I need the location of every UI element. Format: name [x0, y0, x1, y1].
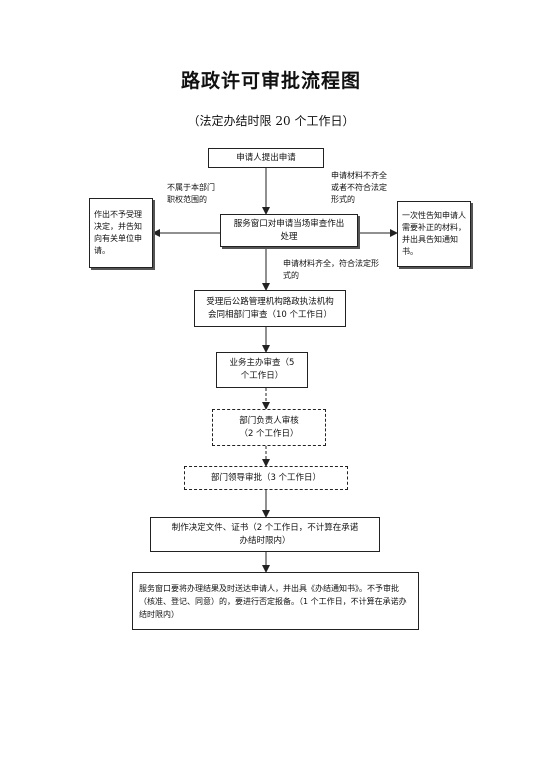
- dept-leader-text: 部门领导审批（3 个工作日）: [210, 472, 322, 483]
- final-text: 服务窗口要将办理结果及时送达申请人，并出具《办结通知书》。不予审批（核准、登记、…: [139, 583, 407, 619]
- reject-text: 作出不予受理决定，并告知向有关单位申请。: [94, 210, 142, 255]
- page-subtitle: （法定办结时限 20 个工作日）: [187, 114, 355, 128]
- supplement-text: 一次性告知申请人需要补正的材料，并出具告知通知书。: [402, 211, 466, 256]
- reject-box: 作出不予受理决定，并告知向有关单位申请。: [89, 198, 153, 268]
- supplement-box: 一次性告知申请人需要补正的材料，并出具告知通知书。: [397, 201, 471, 267]
- incomplete-label: 申请材料不齐全或者不符合法定形式的: [331, 171, 387, 204]
- joint-review-box: 受理后公路管理机构路政执法机构会同相部门审查（10 个工作日）: [194, 290, 346, 327]
- business-review-box: 业务主办审查（5个工作日）: [216, 352, 308, 388]
- not-in-scope-label: 不属于本部门职权范围的: [167, 183, 215, 204]
- document-box: 制作决定文件、证书（2 个工作日，不计算在承诺办结时限内）: [150, 517, 380, 552]
- final-box: 服务窗口要将办理结果及时送达申请人，并出具《办结通知书》。不予审批（核准、登记、…: [132, 572, 419, 630]
- dept-head-text: 部门负责人审核（2 个工作日）: [239, 415, 299, 439]
- joint-review-text: 受理后公路管理机构路政执法机构会同相部门审查（10 个工作日）: [206, 296, 334, 320]
- business-review-text: 业务主办审查（5个工作日）: [229, 358, 295, 381]
- apply-text: 申请人提出申请: [236, 152, 296, 163]
- dept-leader-box: 部门领导审批（3 个工作日）: [184, 466, 348, 490]
- document-text: 制作决定文件、证书（2 个工作日，不计算在承诺办结时限内）: [171, 522, 359, 546]
- page-title: 路政许可审批流程图: [180, 70, 361, 92]
- dept-head-box: 部门负责人审核（2 个工作日）: [212, 409, 326, 446]
- complete-label: 申请材料齐全，符合法定形式的: [283, 259, 379, 280]
- window-review-text: 服务窗口对申请当场审查作出处理: [233, 218, 345, 242]
- window-review-box: 服务窗口对申请当场审查作出处理: [220, 214, 358, 247]
- apply-box: 申请人提出申请: [208, 148, 324, 168]
